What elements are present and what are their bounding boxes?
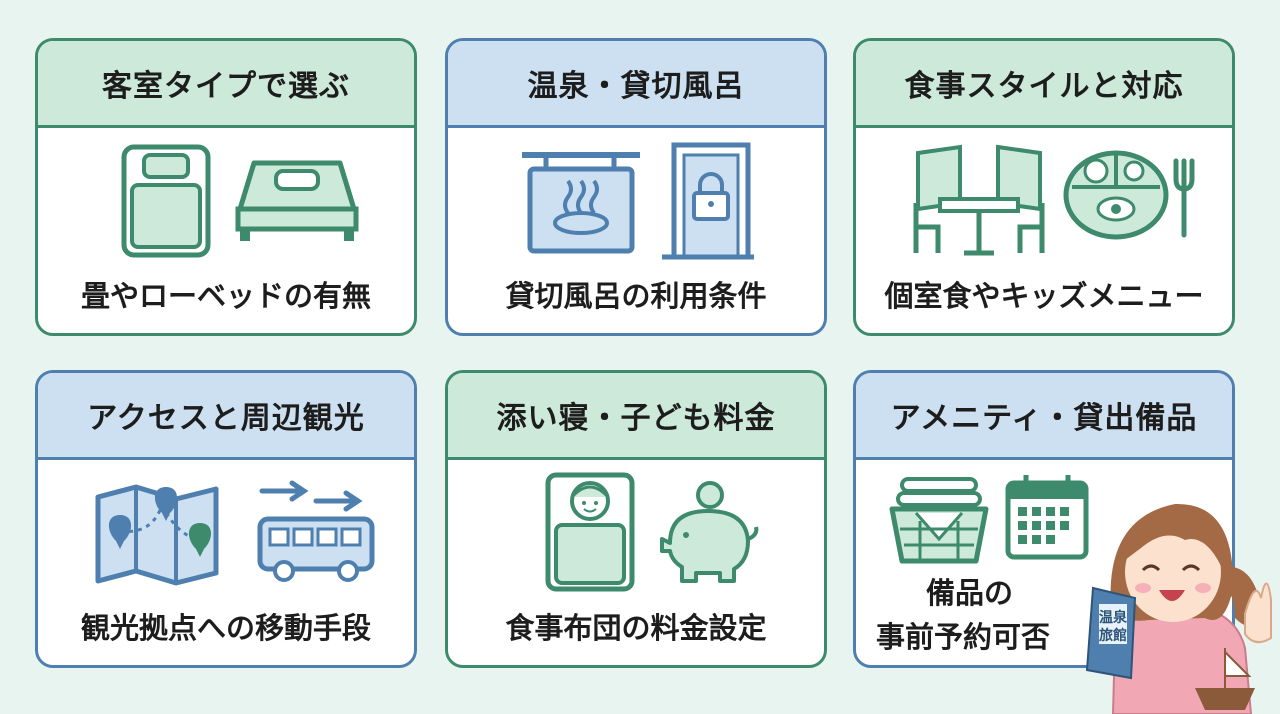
card-title: 添い寝・子ども料金 (448, 373, 824, 460)
bus-icon (257, 480, 375, 582)
card-title: 客室タイプで選ぶ (38, 41, 414, 128)
map-icon (95, 484, 219, 586)
towel-basket-icon (889, 477, 989, 564)
card-access: アクセスと周辺観光 観光拠点への移動手段 (35, 370, 417, 668)
card-title: アクセスと周辺観光 (38, 373, 414, 460)
caption-line-2: 事前予約可否 (876, 620, 1051, 654)
card-caption: 食事布団の料金設定 (505, 611, 767, 645)
futon-icon (121, 144, 211, 258)
onsen-illustration (448, 137, 824, 265)
child-rates-illustration (448, 469, 824, 597)
piggy-bank-icon (660, 481, 759, 583)
card-caption: 貸切風呂の利用条件 (505, 279, 767, 313)
card-caption: 個室食やキッズメニュー (884, 279, 1204, 313)
low-bed-icon (235, 160, 359, 241)
card-title: アメニティ・貸出備品 (856, 373, 1232, 460)
calendar-icon (1005, 475, 1089, 560)
card-meal-style: 食事スタイルと対応 個室食やキッズメニュー (853, 38, 1235, 336)
card-caption: 畳やローベッドの有無 (80, 279, 371, 313)
kids-plate-icon (1063, 150, 1195, 240)
card-title: 温泉・貸切風呂 (448, 41, 824, 128)
card-room-type: 客室タイプで選ぶ 畳やローベッドの有無 (35, 38, 417, 336)
hot-spring-sign-icon (522, 152, 640, 254)
card-child-rates: 添い寝・子ども料金 食事布団の料金設定 (445, 370, 827, 668)
card-onsen: 温泉・貸切風呂 貸切風呂の利用条件 (445, 38, 827, 336)
private-dining-icon (913, 144, 1045, 256)
guide-girl-illustration: 温泉 旅館 (1085, 503, 1272, 714)
card-caption: 備品の 事前予約可否 (876, 571, 1232, 659)
card-caption: 観光拠点への移動手段 (80, 611, 371, 645)
guidebook-label-line-2: 旅館 (1099, 627, 1127, 644)
child-in-futon-icon (545, 472, 635, 592)
private-bath-door-icon (662, 142, 754, 260)
caption-line-1: 備品の (926, 576, 1014, 610)
room-illustration (38, 137, 414, 265)
access-illustration (38, 469, 414, 597)
card-title: 食事スタイルと対応 (856, 41, 1232, 128)
guidebook-label-line-1: 温泉 (1099, 609, 1128, 626)
meal-illustration (856, 137, 1232, 265)
amenities-illustration (856, 469, 1232, 597)
